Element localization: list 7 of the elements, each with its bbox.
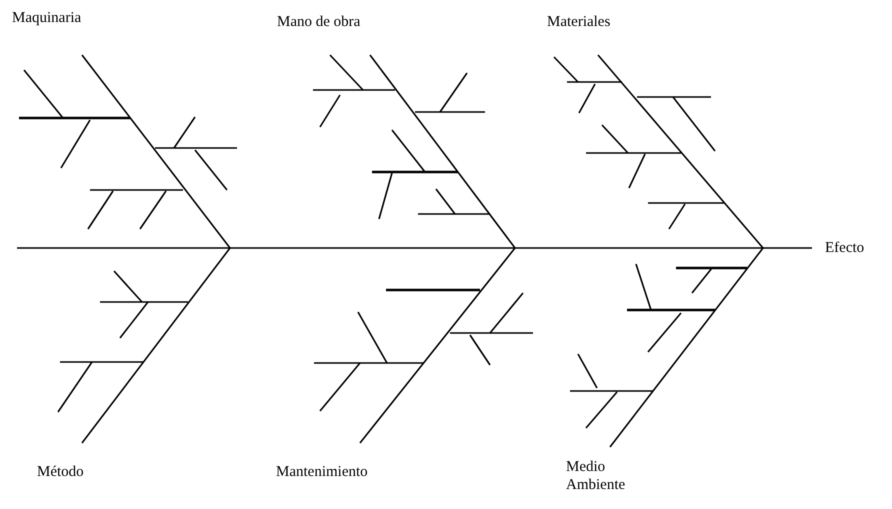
category-label: Método — [37, 463, 84, 481]
category-label: Mano de obra — [277, 13, 360, 31]
category-label: Efecto — [825, 239, 864, 257]
category-label: Mantenimiento — [276, 463, 368, 481]
category-label: Medio Ambiente — [566, 458, 626, 494]
category-label: Materiales — [547, 13, 610, 31]
category-label: Maquinaria — [12, 9, 82, 27]
